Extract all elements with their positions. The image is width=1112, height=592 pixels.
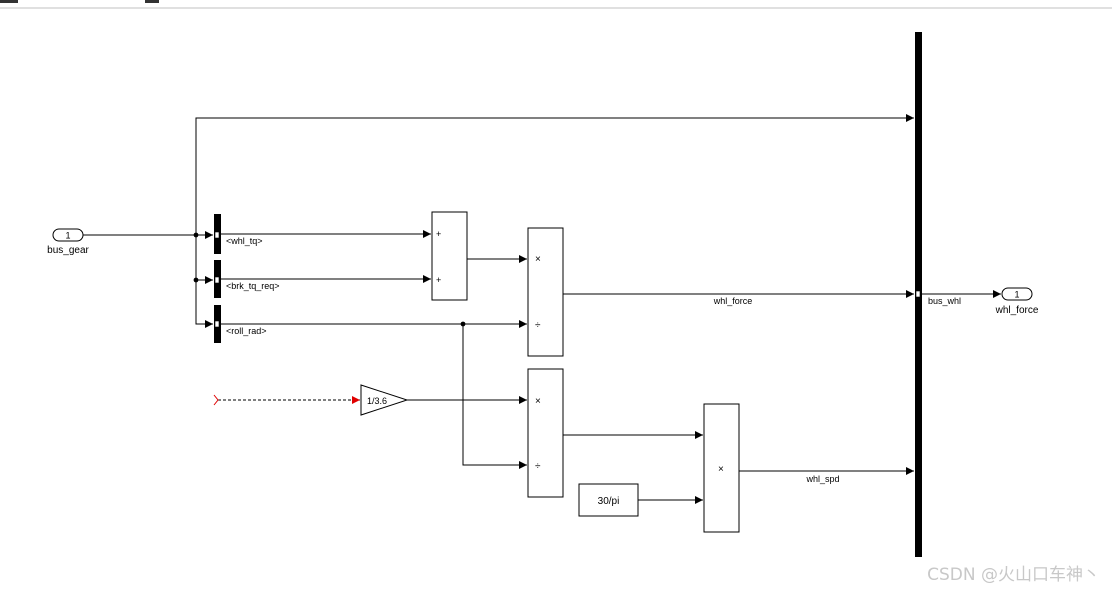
product-block-speed[interactable]: × ÷ (527, 368, 564, 498)
product-block-force[interactable]: × ÷ (527, 227, 564, 357)
selector-output-label: <roll_rad> (226, 326, 267, 336)
outport-number: 1 (1014, 290, 1019, 300)
sum-sign: + (436, 275, 441, 285)
gain-value: 1/3.6 (367, 396, 387, 406)
wire-bus-gear-to-top (195, 114, 914, 235)
outport-label: whl_force (995, 305, 1039, 316)
sum-block[interactable]: + + (431, 211, 468, 301)
wire-bus-gear-to-sel3 (195, 280, 213, 328)
inport-label: bus_gear (47, 245, 89, 256)
sum-sign: + (436, 229, 441, 239)
product-op: ÷ (535, 461, 541, 472)
outport-whl-force[interactable]: 1 whl_force (995, 287, 1039, 316)
unconnected-line-icon (213, 394, 219, 406)
product-op: × (718, 464, 724, 475)
signal-label-bus-whl: bus_whl (928, 296, 961, 306)
branch-point (193, 232, 199, 238)
product-op: × (535, 396, 541, 407)
selector-output-label: <whl_tq> (226, 236, 263, 246)
signal-label-whl-spd: whl_spd (805, 474, 839, 484)
wire-bus-gear-to-sel2 (195, 235, 213, 284)
window-top-fragment (0, 0, 18, 3)
bus-selector-roll-rad[interactable]: <roll_rad> (214, 305, 267, 343)
bus-selector-whl-tq[interactable]: <whl_tq> (214, 214, 263, 254)
product-op: × (535, 254, 541, 265)
bus-creator[interactable] (915, 32, 922, 557)
gain-block[interactable]: 1/3.6 (360, 384, 409, 416)
signal-label-whl-force: whl_force (713, 296, 753, 306)
watermark: CSDN @火山口车神丶 (927, 565, 1100, 585)
branch-point (193, 277, 199, 283)
window-top-fragment (145, 0, 159, 3)
bus-selector-brk-tq-req[interactable]: <brk_tq_req> (214, 260, 280, 298)
selector-output-label: <brk_tq_req> (226, 281, 280, 291)
product-block-whl-spd[interactable]: × (703, 403, 740, 533)
constant-value: 30/pi (598, 496, 620, 507)
inport-number: 1 (65, 231, 70, 241)
wire-roll-rad-branch (462, 324, 527, 469)
product-op: ÷ (535, 320, 541, 331)
inport-bus-gear[interactable]: 1 bus_gear (47, 228, 90, 256)
constant-block[interactable]: 30/pi (578, 483, 639, 517)
branch-point (460, 321, 466, 327)
